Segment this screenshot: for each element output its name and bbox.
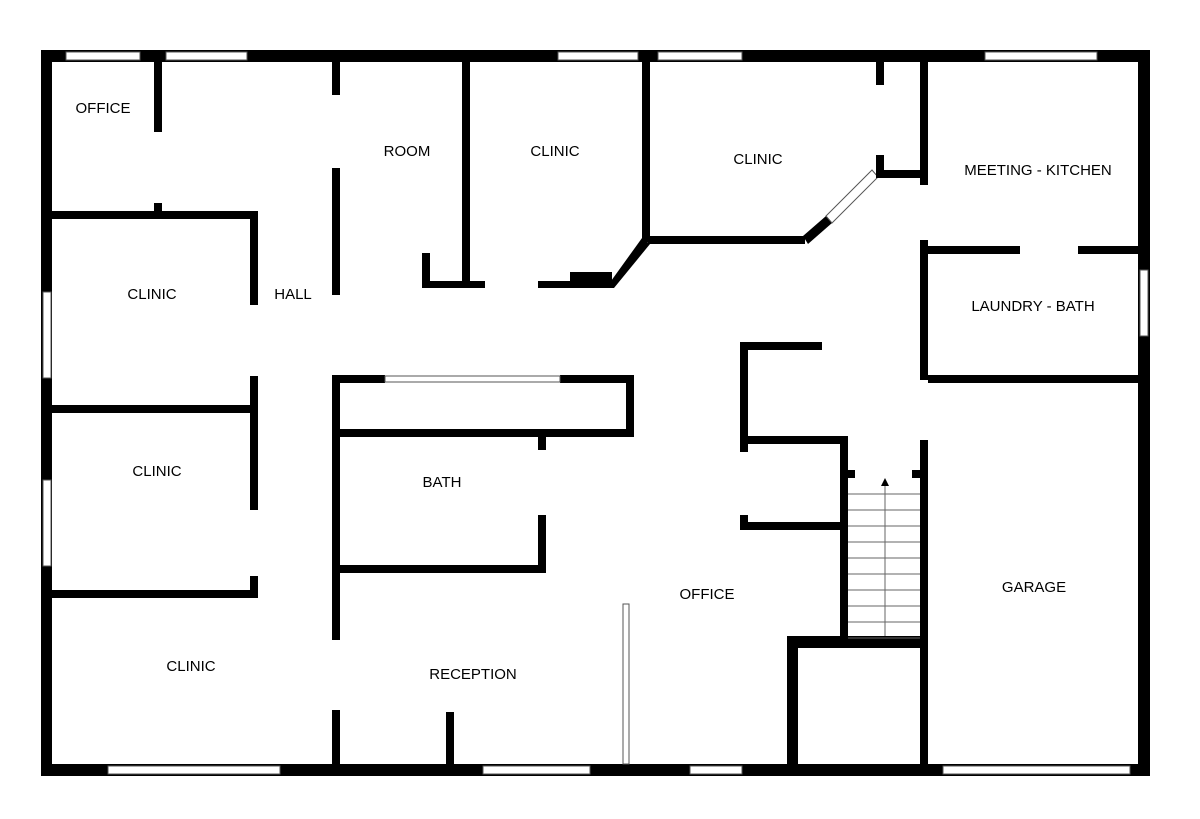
- staircase: [848, 478, 920, 639]
- room-label-office-nw: OFFICE: [76, 100, 131, 117]
- room-label-room: ROOM: [384, 143, 431, 160]
- room-label-garage: GARAGE: [1002, 579, 1066, 596]
- room-label-reception: RECEPTION: [429, 666, 517, 683]
- room-label-clinic-sw: CLINIC: [166, 658, 215, 675]
- room-label-clinic-west-2: CLINIC: [132, 463, 181, 480]
- room-label-office-main: OFFICE: [680, 586, 735, 603]
- arrow-up-icon: [881, 478, 889, 486]
- room-label-hall: HALL: [274, 286, 312, 303]
- windows: [42, 51, 1149, 775]
- room-label-bath: BATH: [423, 474, 462, 491]
- room-labels: OFFICE ROOM CLINIC CLINIC MEETING - KITC…: [76, 100, 1112, 683]
- room-label-clinic-north-1: CLINIC: [530, 143, 579, 160]
- room-label-clinic-north-2: CLINIC: [733, 151, 782, 168]
- room-label-laundry-bath: LAUNDRY - BATH: [971, 298, 1094, 315]
- room-label-clinic-west-1: CLINIC: [127, 286, 176, 303]
- walls: [41, 50, 1150, 776]
- room-label-meeting-kitchen: MEETING - KITCHEN: [964, 162, 1112, 179]
